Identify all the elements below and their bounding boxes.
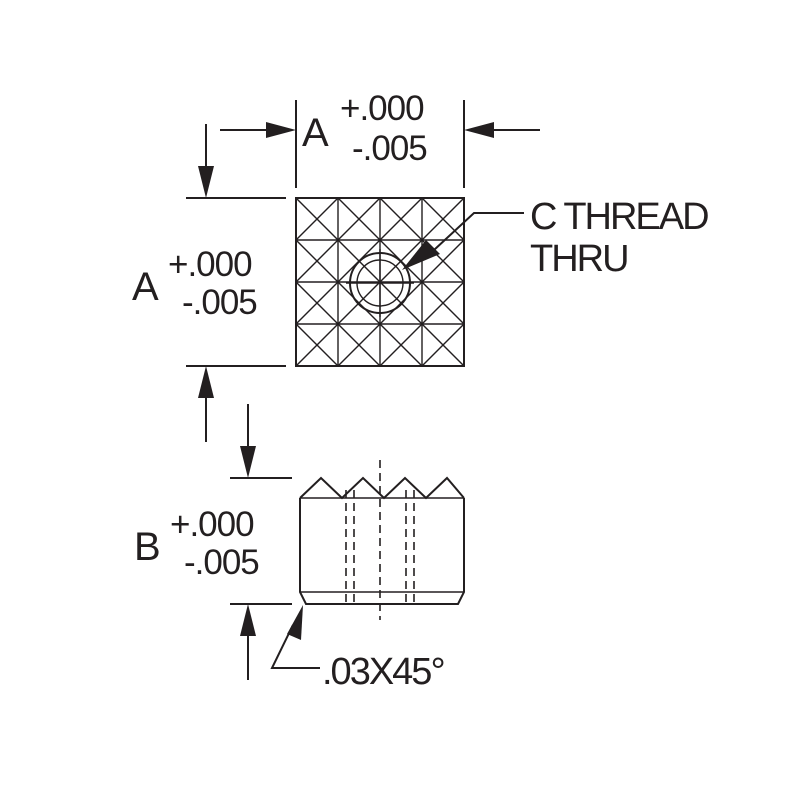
knurl-diagonal — [379, 323, 423, 367]
side-dim-letter: B — [134, 525, 160, 569]
arrowhead-left — [464, 122, 494, 138]
chamfer-callout-text: .03X45° — [322, 651, 444, 693]
knurl-diagonal — [295, 239, 339, 283]
knurl-diagonal — [421, 197, 465, 241]
side-dim-minus-tolerance: -.005 — [184, 543, 259, 582]
knurl-diagonal — [295, 197, 339, 241]
thread-callout-line2: THRU — [530, 238, 628, 280]
thread-leader-line — [433, 212, 524, 251]
thread-callout-line1: C THREAD — [530, 196, 708, 238]
knurl-diagonal — [337, 323, 381, 367]
b-arrowhead-up — [240, 604, 256, 636]
chamfer-leader-arrow — [287, 605, 303, 640]
knurl-pattern — [295, 197, 465, 367]
top-width-dimension: A +.000 -.005 — [220, 89, 540, 188]
side-view — [299, 460, 465, 620]
left-dim-plus-tolerance: +.000 — [168, 245, 252, 284]
top-dim-minus-tolerance: -.005 — [352, 129, 427, 168]
left-dim-letter: A — [132, 265, 159, 309]
left-dim-minus-tolerance: -.005 — [182, 283, 257, 322]
top-dim-plus-tolerance: +.000 — [340, 89, 424, 128]
knurl-diagonal — [421, 281, 465, 325]
top-dim-letter: A — [302, 111, 329, 155]
chamfer-leader-line — [270, 624, 320, 669]
knurl-diagonal — [295, 323, 339, 367]
arrowhead-down — [198, 166, 214, 198]
knurl-diagonal — [295, 281, 339, 325]
thread-callout: C THREAD THRU — [402, 196, 710, 280]
side-view-body — [299, 498, 465, 605]
left-height-dimension: A +.000 -.005 — [132, 124, 286, 442]
knurl-diagonal — [337, 197, 381, 241]
side-height-dimension: B +.000 -.005 — [134, 404, 292, 680]
knurl-diagonal — [379, 197, 423, 241]
side-dim-plus-tolerance: +.000 — [170, 505, 254, 544]
arrowhead-right — [266, 122, 296, 138]
knurl-diagonal — [421, 323, 465, 367]
chamfer-callout: .03X45° — [270, 605, 446, 693]
knurl-teeth-profile — [299, 476, 465, 500]
b-arrowhead-down — [240, 446, 256, 478]
top-view — [295, 197, 465, 367]
knurl-diagonal — [421, 239, 465, 283]
thread-leader-arrow — [402, 240, 440, 270]
knurl-diagonal — [379, 281, 423, 325]
arrowhead-up — [198, 366, 214, 398]
knurl-diagonal — [337, 281, 381, 325]
